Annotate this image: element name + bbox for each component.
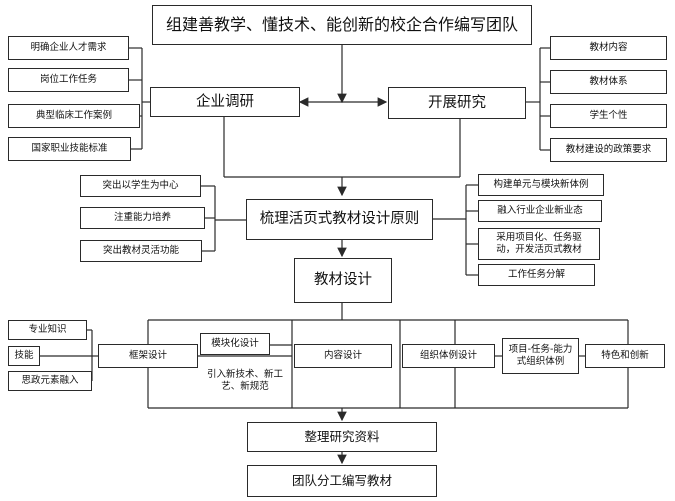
modular-design-box: 模块化设计 xyxy=(200,333,270,355)
principle-left-item-2: 注重能力培养 xyxy=(80,207,205,229)
new-tech-label: 引入新技术、新工艺、新规范 xyxy=(206,368,283,392)
framework-item-2: 技能 xyxy=(8,346,40,366)
features-label: 特色和创新 xyxy=(601,349,649,361)
left-item-3-label: 典型临床工作案例 xyxy=(35,109,112,121)
right-item-1-label: 教材内容 xyxy=(589,41,628,53)
project-org-box: 项目-任务-能力式组织体例 xyxy=(502,338,579,374)
framework-design-label: 框架设计 xyxy=(128,349,167,361)
right-item-4-label: 教材建设的政策要求 xyxy=(565,143,652,155)
principle-right-item-1: 构建单元与模块新体例 xyxy=(478,174,604,196)
principle-right-item-4: 工作任务分解 xyxy=(478,264,595,286)
organize-materials-label: 整理研究资料 xyxy=(304,428,380,444)
left-item-1-label: 明确企业人才需求 xyxy=(30,41,107,53)
team-writing-label: 团队分工编写教材 xyxy=(291,472,392,488)
principle-left-item-2-label: 注重能力培养 xyxy=(113,211,171,223)
principle-right-item-2-label: 融入行业企业新业态 xyxy=(497,204,583,216)
left-item-4: 国家职业技能标准 xyxy=(8,137,131,161)
content-design-box: 内容设计 xyxy=(294,344,392,368)
right-item-1: 教材内容 xyxy=(550,36,667,60)
principle-left-item-1: 突出以学生为中心 xyxy=(80,175,201,197)
left-item-1: 明确企业人才需求 xyxy=(8,36,129,60)
framework-item-3: 思政元素融入 xyxy=(8,371,92,391)
framework-item-2-label: 技能 xyxy=(14,349,34,361)
carry-out-research-label: 开展研究 xyxy=(428,94,486,111)
principle-right-item-1-label: 构建单元与模块新体例 xyxy=(493,178,589,190)
principle-right-item-3-label: 采用项目化、任务驱动，开发活页式教材 xyxy=(496,231,582,255)
team-writing-box: 团队分工编写教材 xyxy=(247,465,437,497)
right-item-3: 学生个性 xyxy=(550,104,667,128)
new-tech-text: 引入新技术、新工艺、新规范 xyxy=(198,364,292,398)
design-principle-box: 梳理活页式教材设计原则 xyxy=(246,199,433,240)
framework-item-1-label: 专业知识 xyxy=(28,323,67,335)
right-item-4: 教材建设的政策要求 xyxy=(550,138,667,162)
right-item-2: 教材体系 xyxy=(550,70,667,94)
enterprise-research-box: 企业调研 xyxy=(150,87,300,117)
principle-right-item-2: 融入行业企业新业态 xyxy=(478,200,602,222)
organization-design-box: 组织体例设计 xyxy=(402,344,495,368)
textbook-design-box: 教材设计 xyxy=(294,258,392,303)
organization-design-label: 组织体例设计 xyxy=(419,349,477,361)
framework-item-3-label: 思政元素融入 xyxy=(21,374,79,386)
framework-item-1: 专业知识 xyxy=(8,320,87,340)
project-org-label: 项目-任务-能力式组织体例 xyxy=(508,343,573,367)
team-title-box: 组建善教学、懂技术、能创新的校企合作编写团队 xyxy=(152,5,532,45)
left-item-3: 典型临床工作案例 xyxy=(8,104,140,128)
content-design-label: 内容设计 xyxy=(323,349,362,361)
team-title: 组建善教学、懂技术、能创新的校企合作编写团队 xyxy=(165,14,518,34)
principle-right-item-3: 采用项目化、任务驱动，开发活页式教材 xyxy=(478,228,600,260)
right-item-3-label: 学生个性 xyxy=(589,109,628,121)
principle-right-item-4-label: 工作任务分解 xyxy=(507,268,565,280)
features-box: 特色和创新 xyxy=(585,344,665,368)
modular-design-label: 模块化设计 xyxy=(211,337,259,349)
principle-left-item-1-label: 突出以学生为中心 xyxy=(102,179,179,191)
organize-materials-box: 整理研究资料 xyxy=(247,422,437,452)
textbook-design-label: 教材设计 xyxy=(314,272,372,289)
carry-out-research-box: 开展研究 xyxy=(388,87,526,119)
framework-design-box: 框架设计 xyxy=(98,344,198,368)
left-item-4-label: 国家职业技能标准 xyxy=(31,142,108,154)
principle-left-item-3: 突出教材灵活功能 xyxy=(80,240,202,262)
principle-left-item-3-label: 突出教材灵活功能 xyxy=(102,244,179,256)
design-principle-label: 梳理活页式教材设计原则 xyxy=(259,211,420,228)
right-item-2-label: 教材体系 xyxy=(589,75,628,87)
enterprise-research-label: 企业调研 xyxy=(196,93,254,110)
left-item-2: 岗位工作任务 xyxy=(8,68,129,92)
left-item-2-label: 岗位工作任务 xyxy=(39,73,97,85)
